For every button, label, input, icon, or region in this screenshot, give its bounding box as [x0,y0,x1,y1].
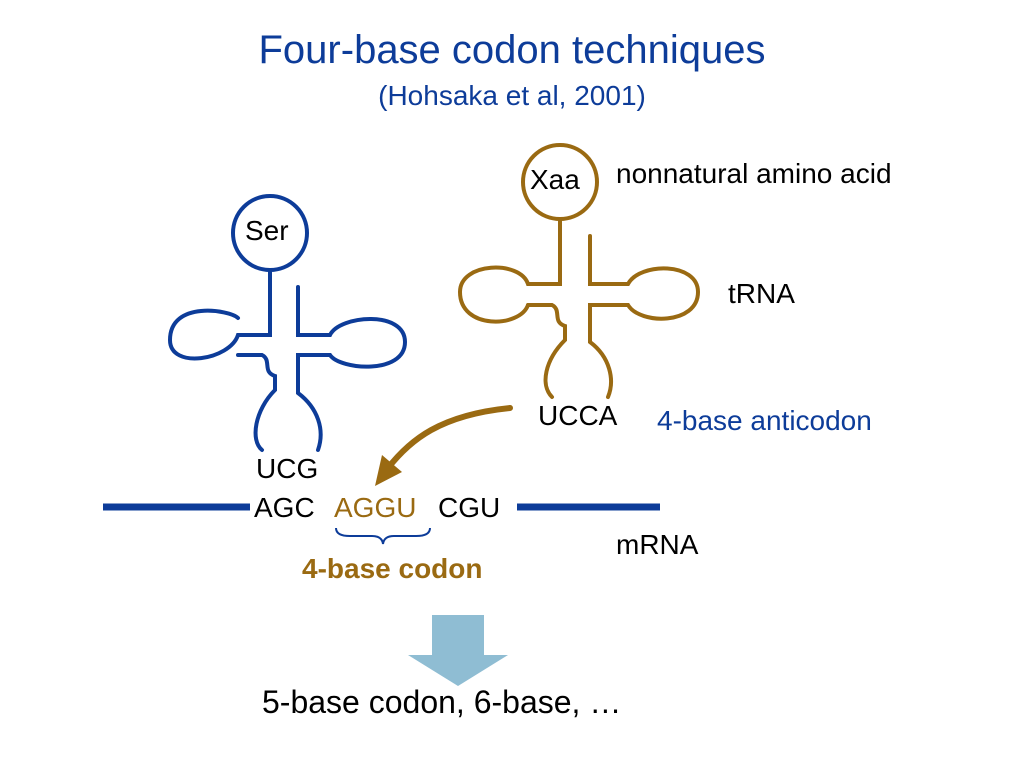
xaa-left-arm [457,217,562,324]
xaa-label: Xaa [530,164,580,195]
trna-xaa-shape [457,143,701,399]
trna-ser-shape [167,194,408,452]
xaa-anticodon-label: UCCA [538,400,618,431]
codon-brace [335,527,431,545]
down-arrow [408,615,508,686]
xaa-right-arms [588,234,701,399]
codon-left-label: AGC [254,492,315,523]
ser-left-arm [167,268,272,361]
curved-arrow-head [375,455,402,486]
ser-anticodon-label: UCG [256,453,319,484]
result-label: 5-base codon, 6-base, … [262,684,622,720]
curved-arrow [385,405,513,471]
codon-middle-label: AGGU [334,492,417,523]
xaa-lower-left [526,303,567,399]
ser-lower-left [236,353,277,452]
ser-right-arms [296,285,408,452]
nonnatural-amino-acid-label: nonnatural amino acid [616,158,892,189]
codon-note-label: 4-base codon [302,553,483,584]
anticodon-note-label: 4-base anticodon [657,405,872,436]
codon-right-label: CGU [438,492,501,523]
slide-subtitle: (Hohsaka et al, 2001) [378,80,646,111]
mrna-label: mRNA [616,529,699,560]
trna-label: tRNA [728,278,795,309]
slide-title: Four-base codon techniques [258,28,766,72]
ser-label: Ser [245,215,289,246]
